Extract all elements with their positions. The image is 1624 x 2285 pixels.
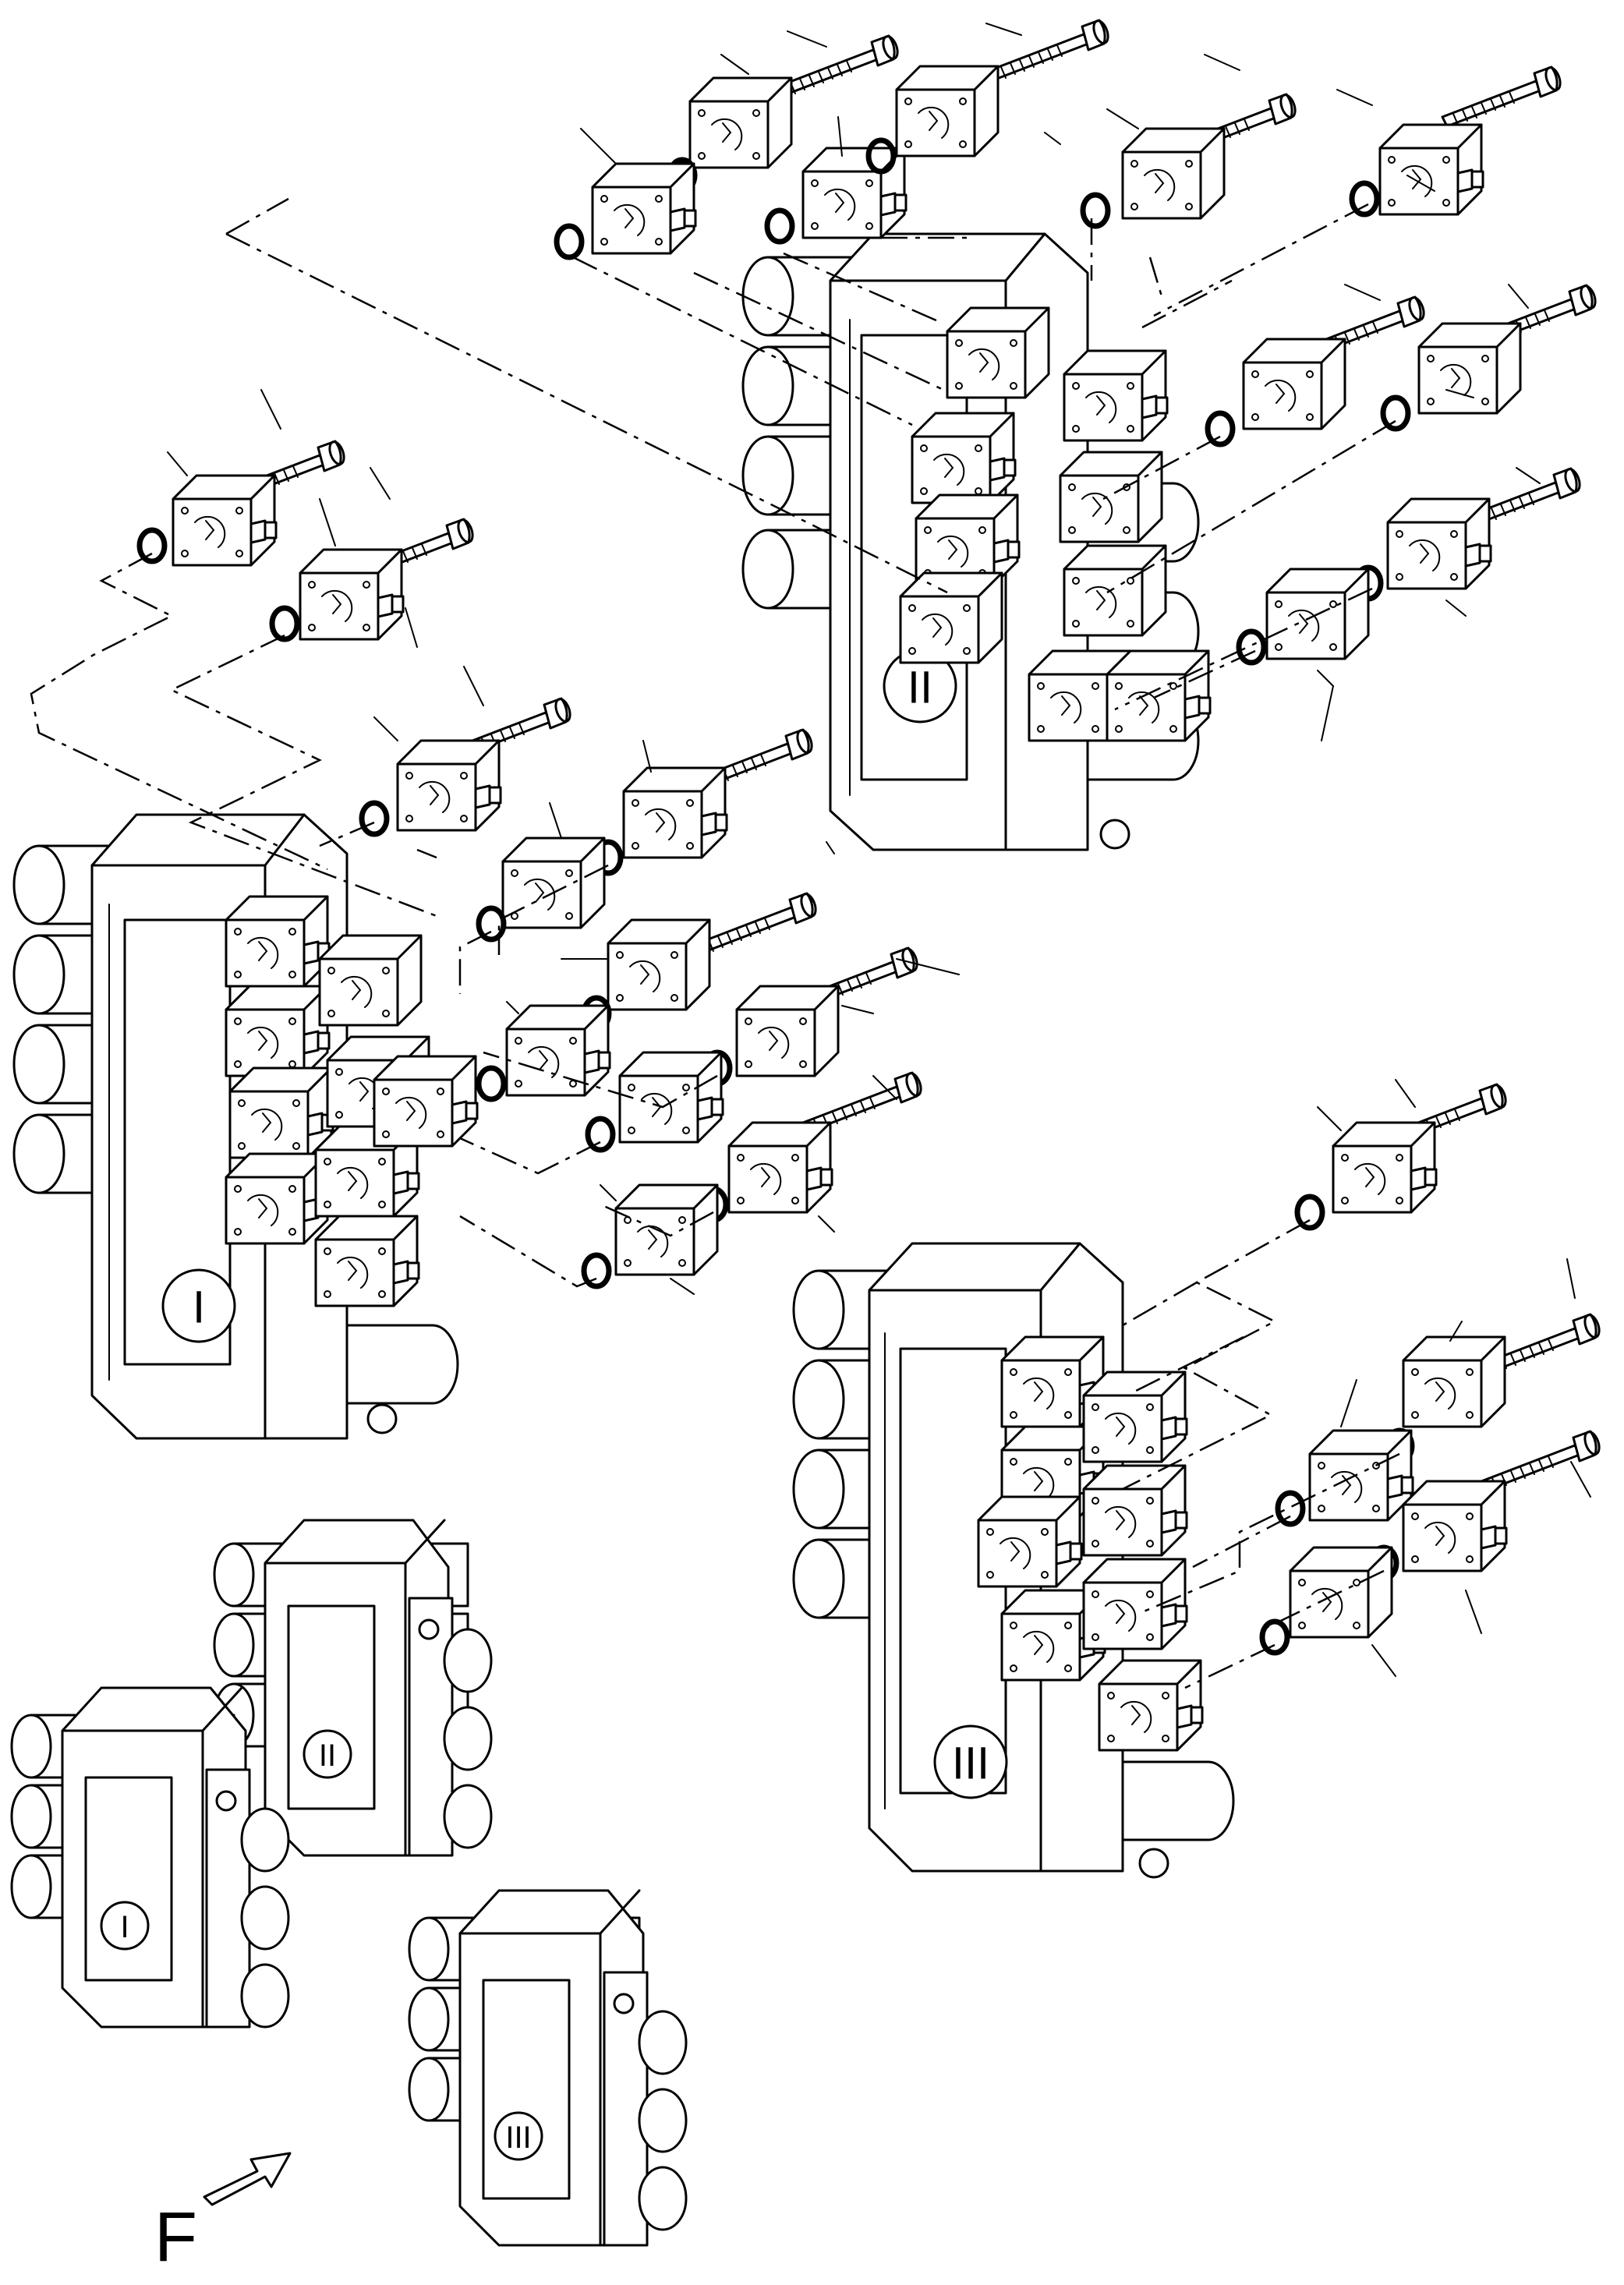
valve-assembly-1: I (12, 813, 477, 1440)
overview-label-1: I (120, 1910, 129, 1944)
overview-label-3: III (505, 2121, 531, 2155)
view-arrow: F (154, 2152, 292, 2276)
exploded-parts-valve-2 (225, 17, 1600, 741)
overview-label-2: II (319, 1739, 336, 1773)
valve-label-3: III (952, 1739, 989, 1789)
view-arrow-label: F (154, 2198, 197, 2276)
exploded-parts-valve-1 (30, 389, 960, 1295)
exploded-parts-valve-3 (1122, 1079, 1604, 1689)
valve-label-1: I (193, 1282, 205, 1333)
valve-label-2: II (908, 663, 932, 713)
overview-valve-3: III (408, 1889, 688, 2247)
view-direction-arrow-icon (203, 2152, 292, 2206)
overview-valve-1: I (10, 1686, 290, 2029)
overview-assembly: II I (10, 1519, 688, 2247)
valve-assembly-3: III (792, 1242, 1235, 1879)
valve-assembly-2: II (741, 232, 1210, 851)
overview-valve-2: II (213, 1519, 493, 1857)
